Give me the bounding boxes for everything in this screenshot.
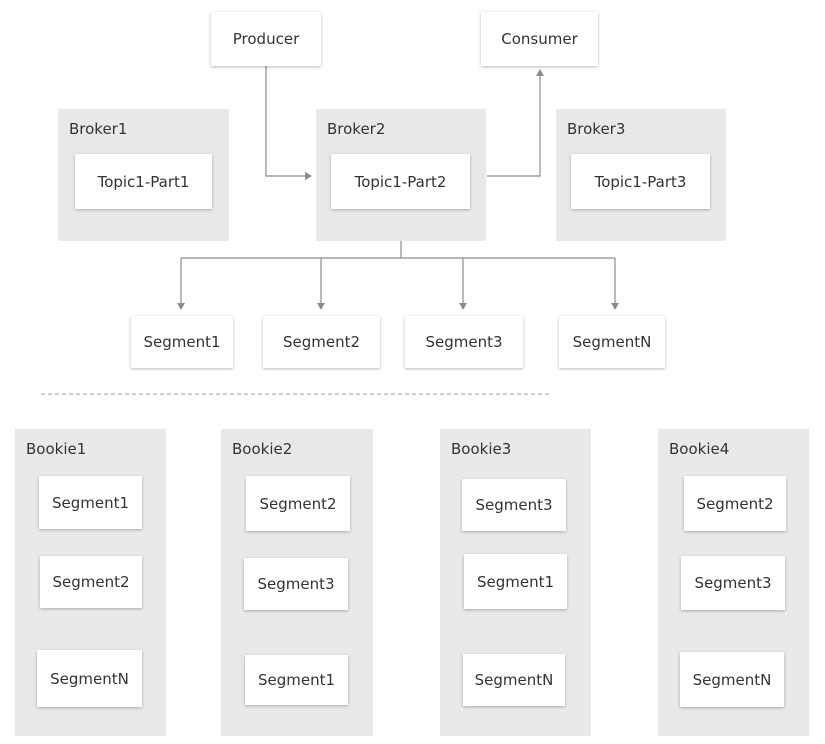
bookie1-segment-2: Segment2 (40, 556, 142, 608)
bookie4-label: Bookie4 (669, 440, 730, 458)
bookie1-group: Bookie1 Segment1 Segment2 SegmentN (15, 429, 166, 736)
consumer-node: Consumer (481, 12, 598, 66)
broker2-to-consumer-arrow (487, 69, 544, 177)
bookie2-segment-3: Segment1 (245, 655, 348, 705)
bookie4-group: Bookie4 Segment2 Segment3 SegmentN (658, 429, 809, 736)
bookie2-label: Bookie2 (232, 440, 293, 458)
producer-to-broker2-arrow (265, 66, 312, 180)
broker2-group: Broker2 Topic1-Part2 (316, 109, 486, 241)
segment-box-n: SegmentN (559, 316, 665, 368)
bookie1-segment-3: SegmentN (37, 650, 142, 707)
bookie3-segment-1: Segment3 (462, 479, 566, 531)
bookie3-group: Bookie3 Segment3 Segment1 SegmentN (440, 429, 591, 736)
bookie2-segment-1: Segment2 (246, 476, 350, 531)
bookie3-segment-3: SegmentN (463, 654, 565, 706)
bookie2-group: Bookie2 Segment2 Segment3 Segment1 (221, 429, 373, 736)
broker1-partition: Topic1-Part1 (75, 154, 212, 209)
bookie4-segment-2: Segment3 (681, 556, 785, 610)
broker2-label: Broker2 (327, 120, 386, 138)
broker1-label: Broker1 (69, 120, 128, 138)
bookie1-label: Bookie1 (26, 440, 87, 458)
bookie4-segment-3: SegmentN (680, 652, 784, 707)
bookie2-segment-2: Segment3 (244, 558, 348, 610)
bookie3-segment-2: Segment1 (464, 554, 567, 609)
broker2-partition: Topic1-Part2 (331, 154, 470, 209)
segment-box-3: Segment3 (405, 316, 523, 368)
broker3-partition: Topic1-Part3 (571, 154, 710, 209)
segment-box-1: Segment1 (131, 316, 233, 368)
broker3-group: Broker3 Topic1-Part3 (556, 109, 726, 241)
broker1-group: Broker1 Topic1-Part1 (58, 109, 229, 241)
broker3-label: Broker3 (567, 120, 626, 138)
segment-box-2: Segment2 (263, 316, 380, 368)
bookie4-segment-1: Segment2 (684, 476, 786, 531)
bookie3-label: Bookie3 (451, 440, 512, 458)
bookie1-segment-1: Segment1 (39, 476, 142, 529)
producer-node: Producer (211, 12, 321, 66)
